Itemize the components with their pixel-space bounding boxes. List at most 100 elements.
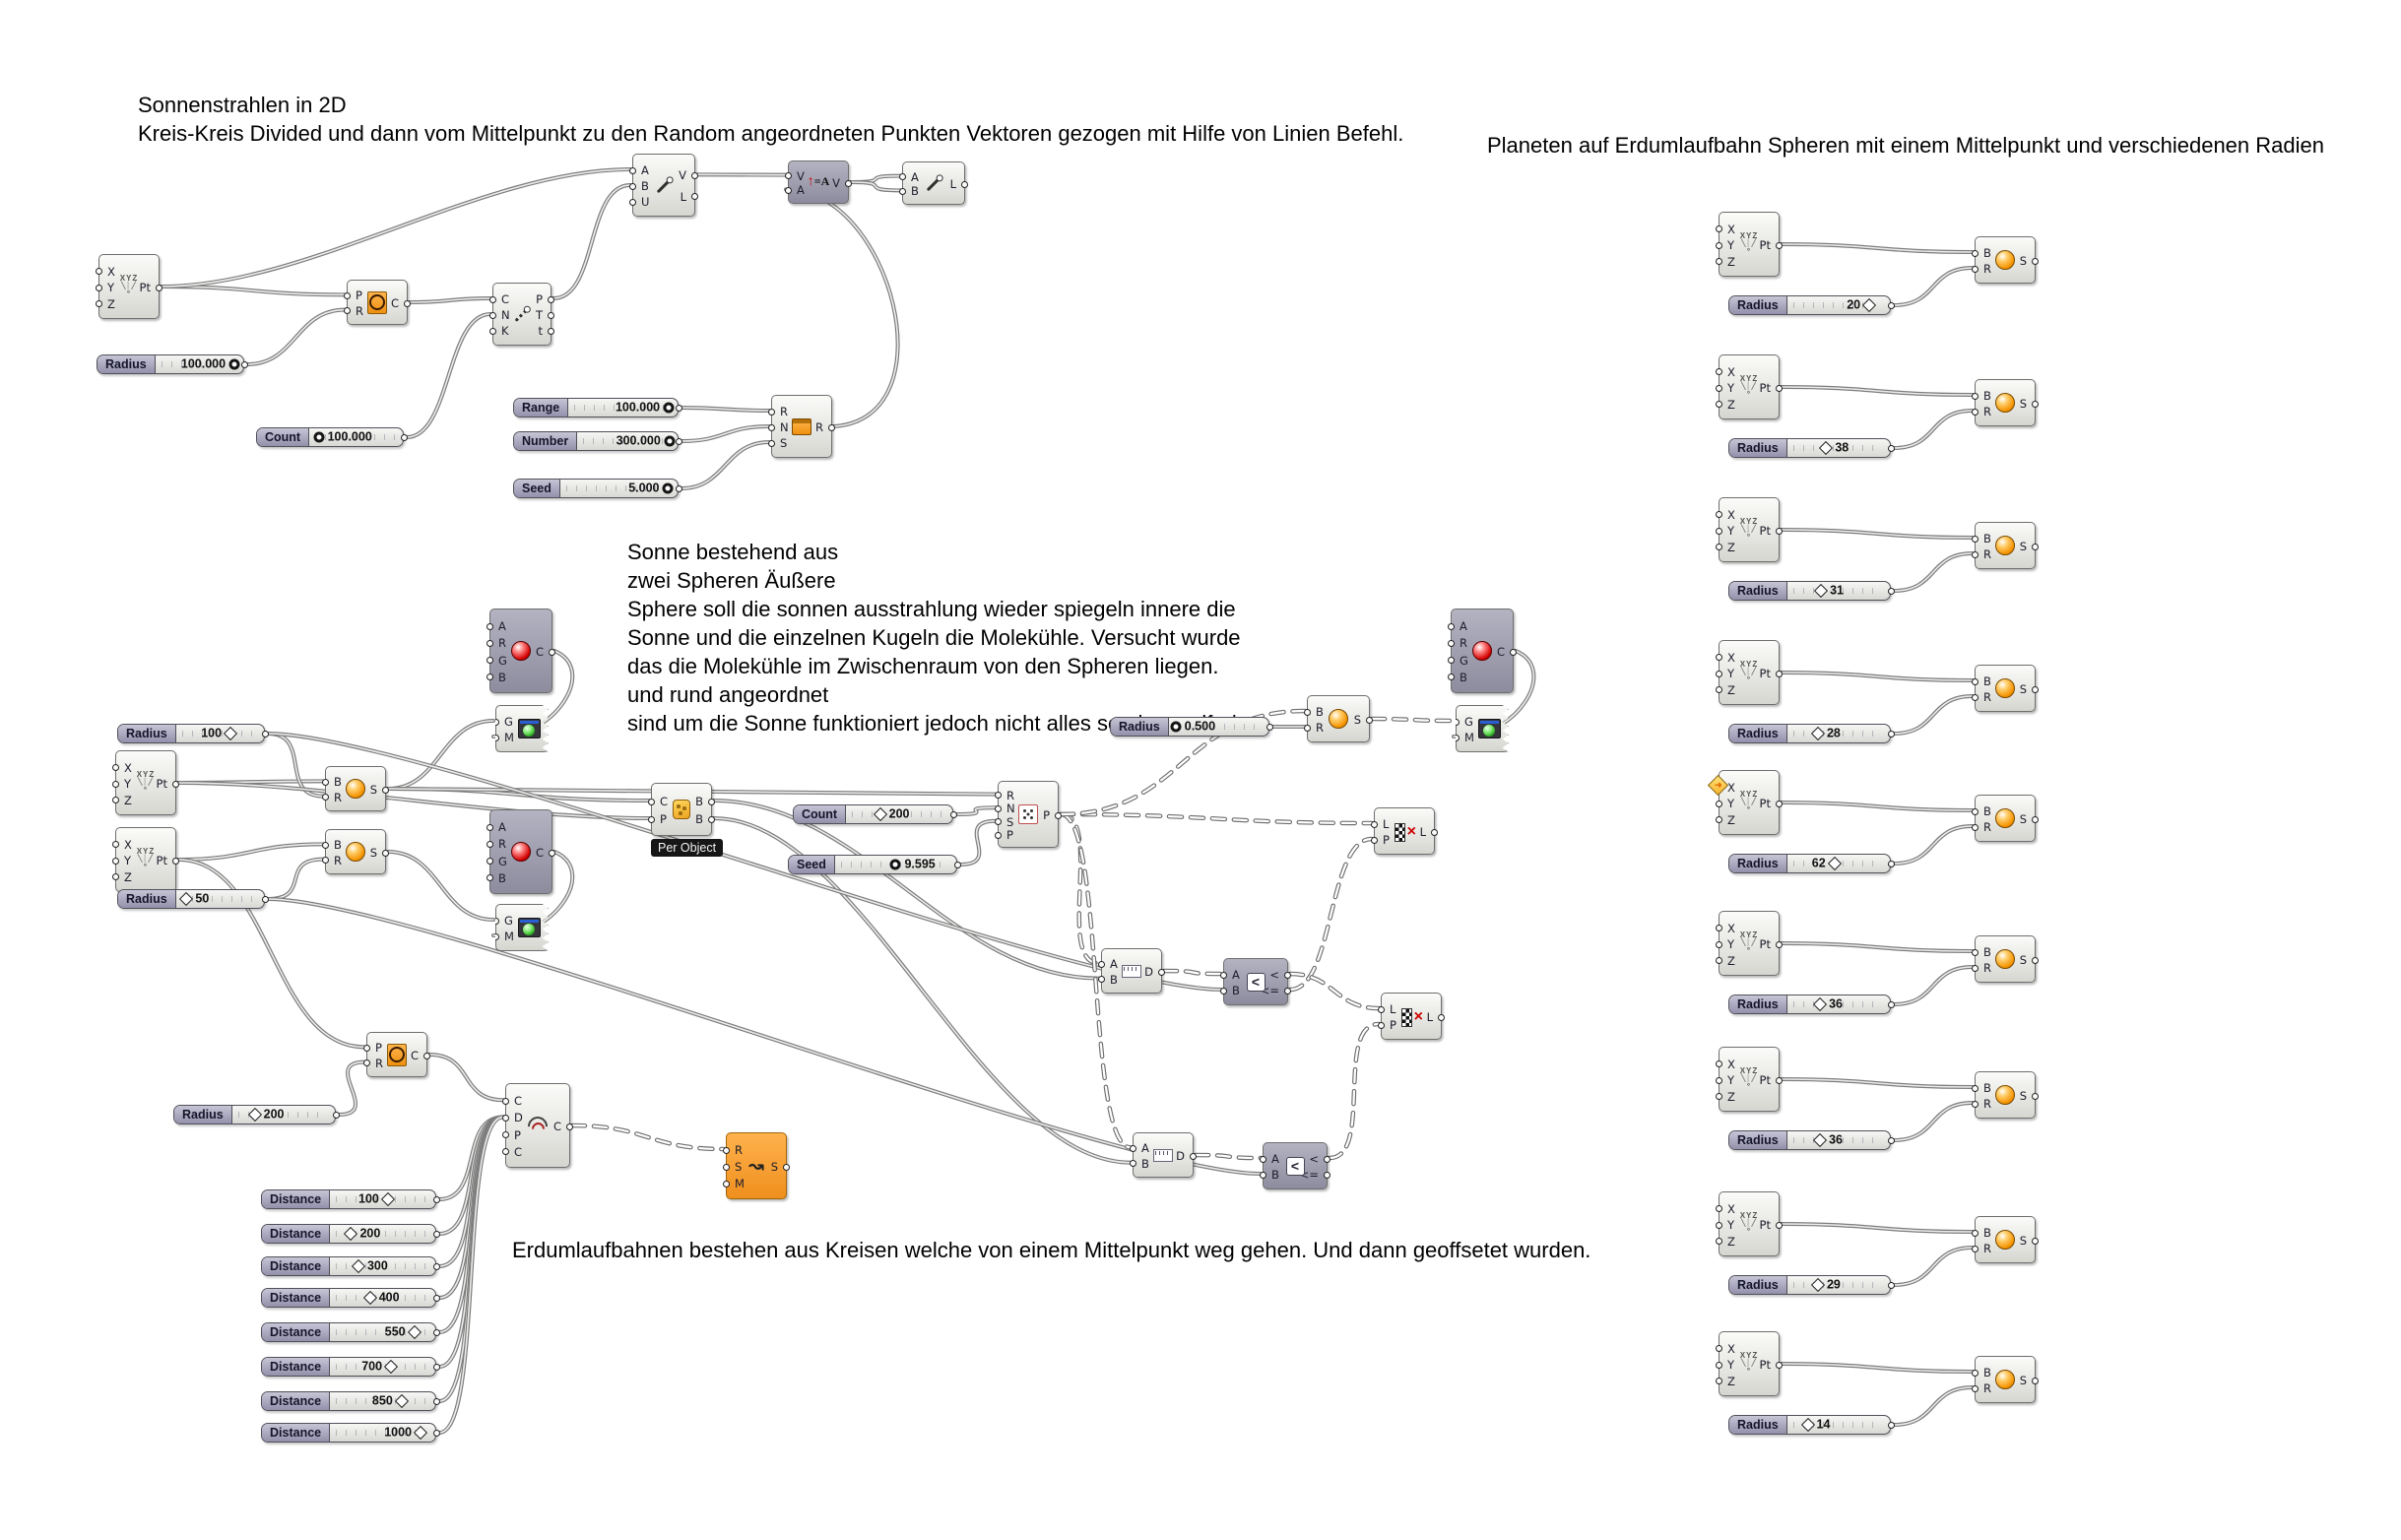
input-port[interactable] xyxy=(899,187,906,195)
output-port[interactable] xyxy=(433,1397,440,1405)
slider-handle[interactable] xyxy=(1814,583,1829,599)
input-port[interactable] xyxy=(1304,708,1311,716)
input-port[interactable] xyxy=(487,657,493,665)
input-port[interactable] xyxy=(1716,527,1722,535)
slider-handle[interactable] xyxy=(1812,1132,1828,1148)
input-port[interactable] xyxy=(1716,544,1722,550)
slider-track[interactable]: 850 xyxy=(330,1392,435,1410)
input-port[interactable] xyxy=(1972,249,1979,257)
input-port[interactable] xyxy=(495,718,499,726)
input-port[interactable] xyxy=(1716,384,1722,392)
input-port[interactable] xyxy=(1716,654,1722,661)
slider-track[interactable]: 200 xyxy=(232,1106,335,1123)
output-port[interactable] xyxy=(961,180,968,188)
slider-track[interactable]: 50 xyxy=(176,890,264,908)
output-port[interactable] xyxy=(708,798,715,805)
output-port[interactable] xyxy=(708,815,715,823)
output-port[interactable] xyxy=(382,786,389,794)
input-port[interactable] xyxy=(995,804,1002,812)
slider-handle[interactable] xyxy=(662,482,674,494)
slider-handle[interactable] xyxy=(873,806,887,822)
slider-handle[interactable] xyxy=(1819,440,1834,456)
output-port[interactable] xyxy=(1055,811,1062,819)
output-port[interactable] xyxy=(566,1123,573,1130)
input-port[interactable] xyxy=(785,186,792,194)
input-port[interactable] xyxy=(723,1180,730,1187)
input-port[interactable] xyxy=(1972,1369,1979,1377)
input-port[interactable] xyxy=(1716,1076,1722,1084)
slider-track[interactable]: 14 xyxy=(1787,1416,1890,1434)
slider-track[interactable]: 28 xyxy=(1787,725,1890,742)
output-port[interactable] xyxy=(156,284,162,291)
input-port[interactable] xyxy=(487,639,493,647)
input-port[interactable] xyxy=(363,1044,370,1052)
output-port[interactable] xyxy=(1776,241,1783,249)
input-port[interactable] xyxy=(1972,823,1979,831)
slider-track[interactable]: 20 xyxy=(1787,296,1890,314)
input-port[interactable] xyxy=(1972,1100,1979,1108)
output-port[interactable] xyxy=(433,1363,440,1371)
output-port[interactable] xyxy=(2032,400,2039,408)
output-port[interactable] xyxy=(172,857,179,865)
slider-handle[interactable] xyxy=(247,1107,262,1123)
output-port[interactable] xyxy=(1888,1136,1895,1144)
input-port[interactable] xyxy=(1260,1155,1266,1163)
output-port[interactable] xyxy=(1776,527,1783,535)
slider-handle[interactable] xyxy=(344,1226,358,1242)
input-port[interactable] xyxy=(1716,1093,1722,1100)
input-port[interactable] xyxy=(723,1163,730,1171)
output-port[interactable] xyxy=(1776,1076,1783,1084)
output-port[interactable] xyxy=(1776,1221,1783,1229)
slider-track[interactable]: 300.000 xyxy=(577,432,678,450)
slider-track[interactable]: 550 xyxy=(330,1323,435,1341)
input-port[interactable] xyxy=(768,439,775,447)
input-port[interactable] xyxy=(344,307,351,315)
input-port[interactable] xyxy=(629,182,636,190)
input-port[interactable] xyxy=(648,815,655,823)
slider-handle[interactable] xyxy=(407,1324,422,1340)
input-port[interactable] xyxy=(1716,670,1722,677)
slider-track[interactable]: 1000 xyxy=(330,1424,435,1442)
slider-handle[interactable] xyxy=(394,1393,409,1409)
input-port[interactable] xyxy=(1220,971,1227,979)
input-port[interactable] xyxy=(1972,693,1979,701)
output-port[interactable] xyxy=(783,1163,790,1171)
slider-track[interactable]: 9.595 xyxy=(835,856,956,873)
output-port[interactable] xyxy=(1438,1013,1445,1021)
input-port[interactable] xyxy=(1716,940,1722,948)
input-port[interactable] xyxy=(1260,1171,1266,1179)
output-port[interactable] xyxy=(676,404,682,412)
input-port[interactable] xyxy=(995,831,1002,839)
input-port[interactable] xyxy=(1716,1060,1722,1067)
input-port[interactable] xyxy=(1716,511,1722,518)
output-port[interactable] xyxy=(241,360,248,368)
input-port[interactable] xyxy=(1716,1221,1722,1229)
input-port[interactable] xyxy=(502,1131,509,1139)
input-port[interactable] xyxy=(1716,1345,1722,1352)
slider-track[interactable]: 700 xyxy=(330,1358,435,1376)
output-port[interactable] xyxy=(1888,1281,1895,1289)
output-port[interactable] xyxy=(691,171,698,179)
